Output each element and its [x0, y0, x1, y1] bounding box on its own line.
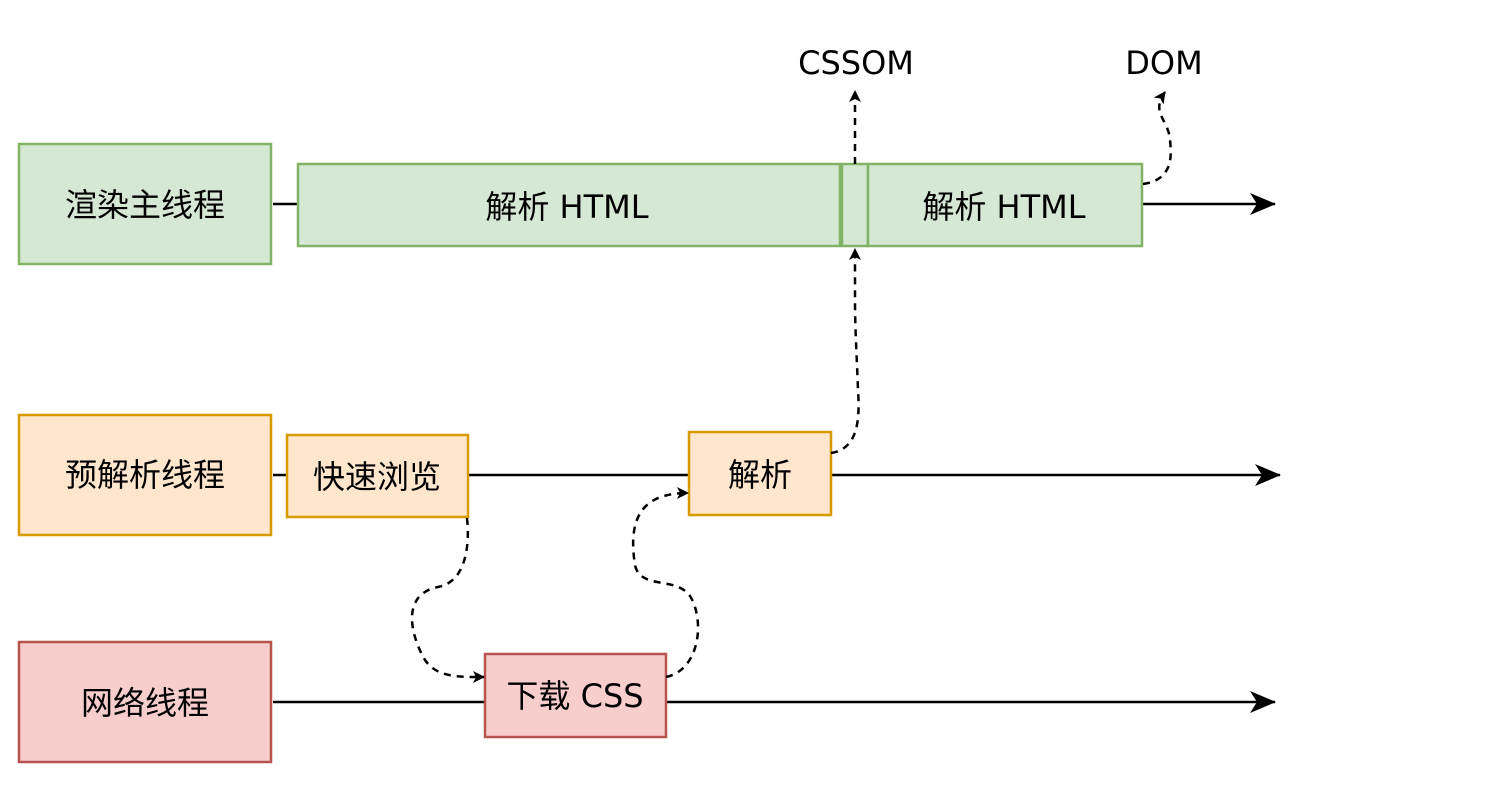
render-task-parse-html-1: 解析 HTML — [296, 162, 842, 248]
network-task-download-css-label: 下载 CSS — [506, 677, 643, 715]
preparse-thread-label: 预解析线程 — [65, 456, 225, 494]
output-dom-label: DOM — [1125, 44, 1202, 82]
render-thread-label: 渲染主线程 — [65, 186, 225, 224]
connector-download-to-parse — [631, 487, 700, 679]
preparse-task-parse: 解析 — [687, 430, 833, 517]
network-task-download-css-rect — [483, 652, 668, 739]
render-task-parse-html-2-label: 解析 HTML — [922, 188, 1085, 226]
render-task-parse-html-1-label: 解析 HTML — [485, 188, 648, 226]
network-task-download-css: 下载 CSS — [483, 652, 668, 739]
render-task-parse-html-2-rect — [866, 162, 1144, 248]
connector-parse-to-render — [830, 248, 861, 455]
preparse-task-scan: 快速浏览 — [285, 433, 470, 519]
preparse-task-parse-label: 解析 — [728, 456, 792, 494]
render-thread-box: 渲染主线程 — [17, 142, 273, 266]
render-task-parse-html-1-rect — [296, 162, 842, 248]
network-thread-label: 网络线程 — [81, 684, 209, 722]
preparse-thread-box: 预解析线程 — [17, 413, 273, 537]
preparse-task-scan-label: 快速浏览 — [313, 458, 441, 496]
network-thread-rect — [17, 640, 273, 764]
render-task-parse-html-2: 解析 HTML — [866, 162, 1144, 248]
render-thread-rect — [17, 142, 273, 266]
preparse-task-scan-rect — [285, 433, 470, 519]
connector-scan-to-download — [410, 517, 485, 684]
connector-render-to-dom — [1142, 91, 1172, 186]
output-cssom-label: CSSOM — [798, 44, 914, 82]
preparse-thread-rect — [17, 413, 273, 537]
preparse-task-parse-rect — [687, 430, 833, 517]
network-thread-box: 网络线程 — [17, 640, 273, 764]
render-task-cssom-slice — [840, 162, 870, 248]
